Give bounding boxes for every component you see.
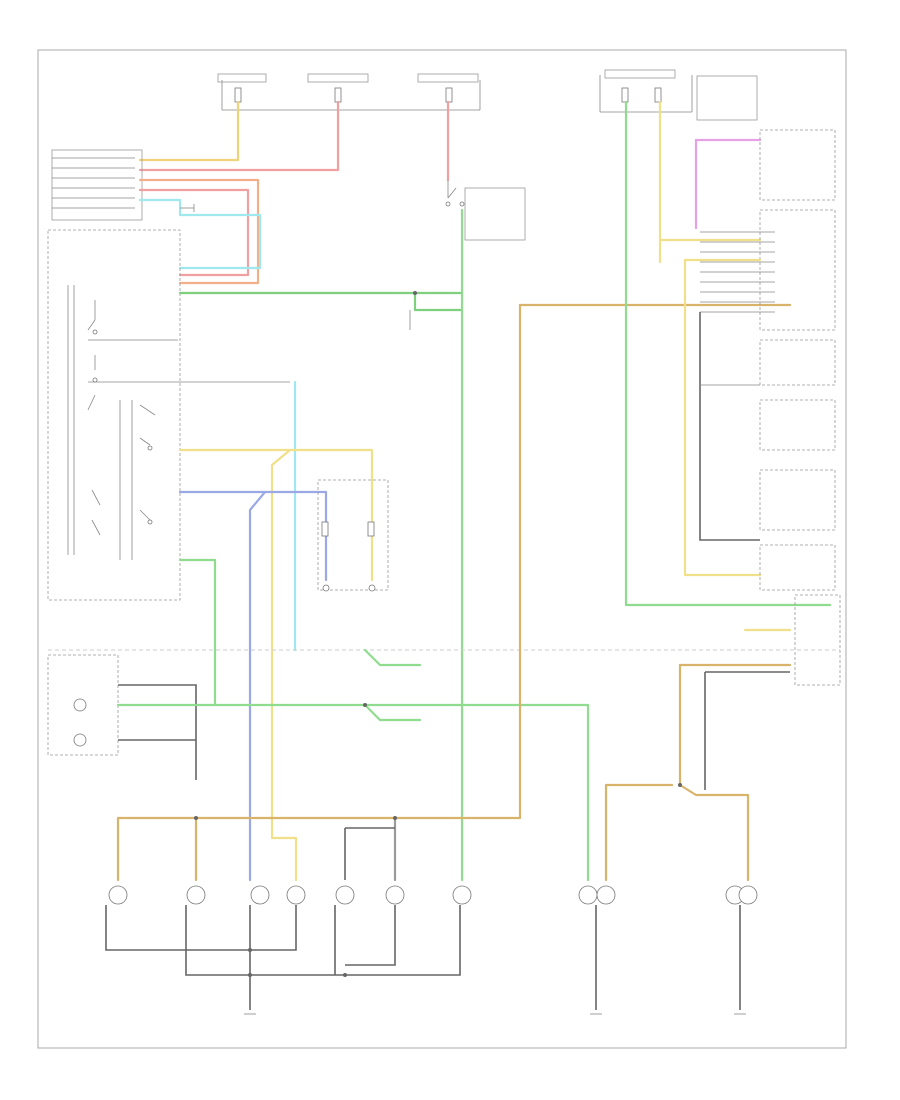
fuse-block-top-right xyxy=(599,69,758,121)
wire-black-ground-bus xyxy=(105,905,250,951)
fuse-block-top-left xyxy=(217,73,481,111)
wire-orange-module xyxy=(138,178,260,285)
wire-blue-left-turn-drop xyxy=(248,490,267,882)
ground-icon xyxy=(180,204,195,212)
wire-yellow-right-turn-drop xyxy=(270,448,298,882)
right-module-boxes xyxy=(759,339,841,686)
switch-icon xyxy=(445,180,465,207)
connector-icon xyxy=(700,231,775,313)
wire-green-right-vert xyxy=(624,100,832,607)
wire-pink-fuse2 xyxy=(138,100,340,172)
wire-lightgreen-left xyxy=(178,558,217,707)
instrument-cluster xyxy=(47,654,119,756)
wire-green-hazard xyxy=(413,291,464,312)
wire-black-ground-bus4 xyxy=(250,905,297,951)
headlamp-switch xyxy=(759,129,836,331)
flasher-icon xyxy=(464,187,526,241)
wire-cyan-module xyxy=(138,198,262,270)
multifunction-switch-module xyxy=(51,149,143,221)
wire-yellow-right-vert xyxy=(658,100,762,242)
wire-yellow-fuse1 xyxy=(138,100,240,162)
wire-yellow-right-turn xyxy=(178,448,374,582)
fuse-icon xyxy=(234,87,662,103)
wire-orange-bus xyxy=(116,303,522,882)
wire-black-right xyxy=(699,312,760,541)
splice-icon xyxy=(194,291,682,977)
wire-yellow-parking xyxy=(683,258,762,577)
wire-black-ground-bus2 xyxy=(185,905,461,976)
wire-orange-right-down xyxy=(678,663,750,882)
wire-lightgreen-splice2 xyxy=(363,648,422,667)
wire-orange-right-left xyxy=(604,783,674,882)
diagram-frame xyxy=(37,49,847,1049)
wire-black-cluster xyxy=(118,684,197,780)
wire-lightgreen-splice xyxy=(363,703,422,722)
turn-signal-switch xyxy=(47,229,290,601)
wire-pink-module xyxy=(138,188,250,277)
wire-blue-left-turn xyxy=(178,490,328,582)
wire-black-ground-bus6 xyxy=(345,905,396,966)
lamp-icon xyxy=(108,885,758,905)
trailer-connector xyxy=(317,479,389,592)
wire-lightgreen-cluster xyxy=(116,703,590,882)
